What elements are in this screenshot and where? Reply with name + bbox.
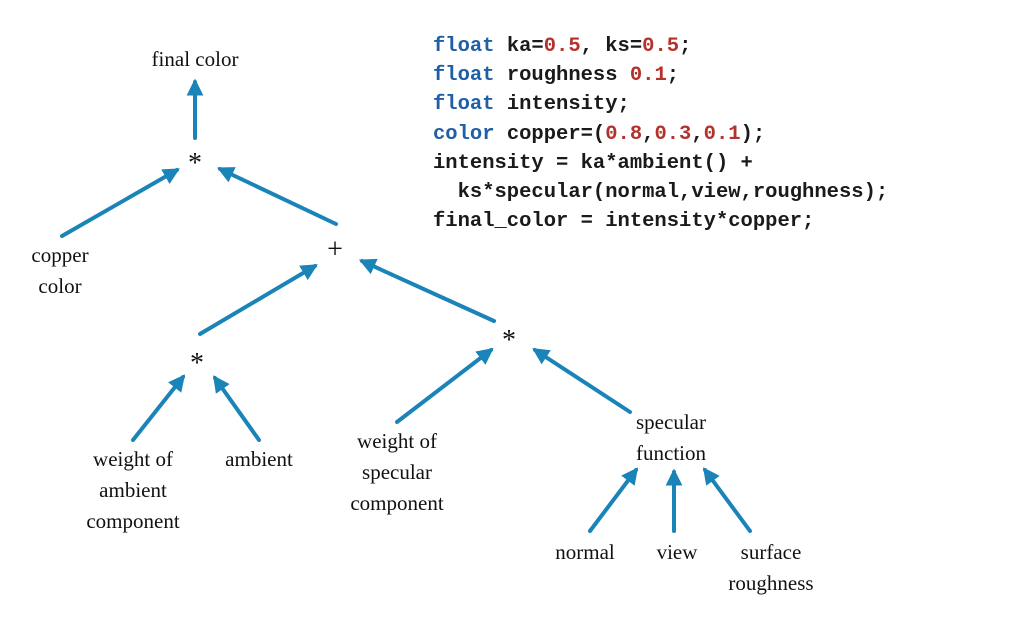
- specular-function-line-1: specular: [636, 410, 706, 434]
- code-text: ,: [691, 122, 704, 146]
- code-keyword: float: [433, 64, 495, 88]
- code-line-7: final_color = intensity*copper;: [433, 210, 815, 234]
- arrow-weight-specular-to-mult-right: [395, 347, 494, 424]
- code-number: 0.8: [605, 122, 643, 146]
- weight-ambient-label: weight of ambient component: [86, 444, 179, 537]
- arrow-plus-to-mult-top: [216, 167, 338, 226]
- code-keyword: color: [433, 122, 495, 146]
- weight-specular-line-3: component: [350, 491, 444, 515]
- surface-roughness-line-1: surface: [740, 540, 802, 564]
- weight-specular-line-1: weight of: [357, 429, 437, 453]
- copper-color-line-1: copper: [31, 243, 89, 267]
- surface-roughness-line-2: roughness: [728, 571, 814, 595]
- weight-ambient-line-3: component: [86, 509, 180, 533]
- code-line-6: ks*specular(normal,view,roughness);: [433, 181, 889, 205]
- arrow-ambient-to-mult-left: [213, 375, 261, 442]
- multiply-left-operator: *: [190, 348, 204, 379]
- weight-specular-label: weight of specular component: [350, 426, 443, 519]
- arrow-weight-ambient-to-mult-left: [131, 374, 186, 442]
- code-text: ;: [679, 35, 692, 58]
- code-number: 0.1: [629, 64, 667, 88]
- ambient-label: ambient: [225, 447, 293, 471]
- arrow-mult-right-to-plus: [358, 258, 496, 323]
- shader-code-block: float ka=0.5, ks=0.5; float roughness 0.…: [433, 32, 888, 236]
- code-number: 0.5: [543, 35, 581, 58]
- copper-color-line-2: color: [38, 274, 82, 298]
- specular-function-label: specular function: [636, 407, 706, 469]
- arrow-normal-to-specular: [588, 467, 639, 533]
- code-text: );: [740, 122, 766, 146]
- copper-color-label: copper color: [31, 240, 88, 302]
- code-number: 0.1: [703, 122, 741, 146]
- plus-operator: +: [327, 234, 343, 265]
- arrow-roughness-to-specular: [703, 467, 752, 533]
- weight-ambient-line-1: weight of: [93, 447, 173, 471]
- code-number: 0.3: [654, 122, 692, 146]
- normal-label: normal: [555, 540, 615, 564]
- code-text: roughness: [494, 64, 630, 88]
- code-keyword: float: [433, 93, 495, 117]
- arrow-copper-to-mult-top: [60, 168, 180, 238]
- code-text: ;: [666, 64, 680, 88]
- arrow-specular-function-to-mult-right: [532, 348, 632, 414]
- weight-specular-line-2: specular: [362, 460, 432, 484]
- code-keyword: float: [433, 35, 495, 58]
- code-text: intensity;: [494, 93, 630, 117]
- weight-ambient-line-2: ambient: [99, 478, 167, 502]
- surface-roughness-label: surface roughness: [728, 537, 813, 599]
- code-text: ka=: [494, 35, 544, 58]
- code-number: 0.5: [642, 35, 680, 58]
- arrow-mult-left-to-plus: [198, 264, 318, 336]
- multiply-right-operator: *: [502, 325, 516, 356]
- multiply-top-operator: *: [188, 148, 202, 179]
- final-color-label: final color: [151, 47, 239, 71]
- code-text: copper=(: [494, 122, 606, 146]
- code-text: ,: [642, 122, 655, 146]
- specular-function-line-2: function: [636, 441, 706, 465]
- code-text: , ks=: [580, 35, 643, 58]
- view-label: view: [656, 540, 698, 564]
- code-line-5: intensity = ka*ambient() +: [433, 151, 753, 175]
